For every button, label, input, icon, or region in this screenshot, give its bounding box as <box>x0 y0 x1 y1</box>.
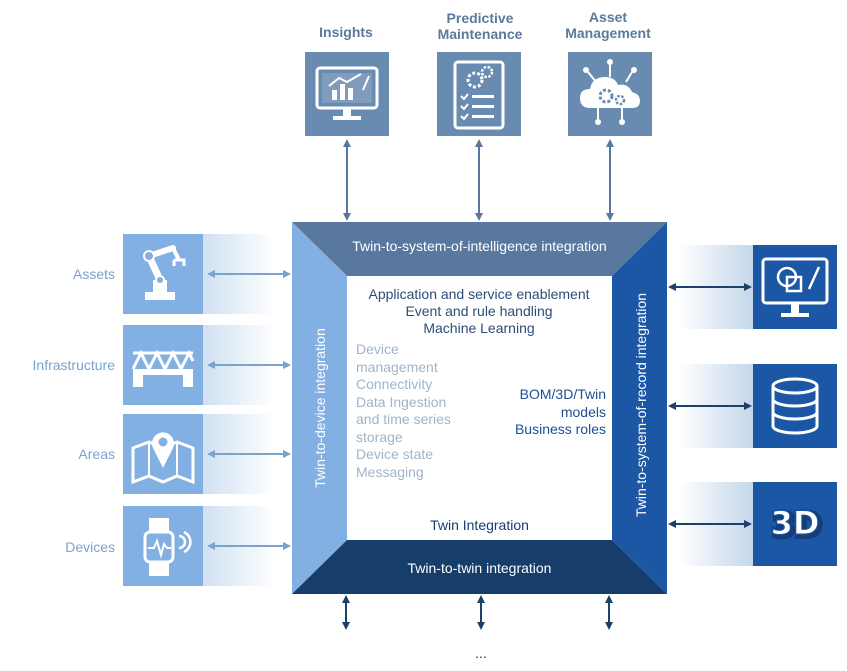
top-label-asset-management: Asset Management <box>565 9 651 41</box>
left-label-assets: Assets <box>72 266 115 282</box>
gray-line-2: management <box>356 359 438 375</box>
monitor-design-icon <box>761 257 829 317</box>
gray-line-6: storage <box>356 429 403 445</box>
design-monitor-box <box>753 245 837 329</box>
cloud-gears-icon <box>580 59 640 125</box>
frame-right <box>612 222 667 594</box>
predictive-maintenance-box <box>437 52 521 136</box>
bom-line-1: BOM/3D/Twin <box>519 386 606 402</box>
smartwatch-icon <box>143 518 192 576</box>
ellipsis: ... <box>475 645 487 661</box>
bom-line-2: models <box>560 404 606 420</box>
3d-icon-text-front: 3D <box>771 504 820 542</box>
assets-box <box>123 234 203 314</box>
left-label-devices: Devices <box>65 539 115 555</box>
insights-box <box>305 52 389 136</box>
top-label-insights: Insights <box>319 24 373 40</box>
monitor-chart-icon <box>315 66 379 120</box>
3d-icon-text: 3D <box>773 506 822 544</box>
frame-bottom <box>292 540 667 594</box>
map-pin-icon <box>131 432 195 485</box>
center-line-machine-learning: Machine Learning <box>423 320 535 336</box>
database-box <box>753 364 837 448</box>
infrastructure-box <box>123 325 203 405</box>
checklist-gears-icon <box>453 60 505 130</box>
left-label-infrastructure: Infrastructure <box>32 357 115 373</box>
bridge-icon <box>131 349 195 387</box>
gray-line-1: Device <box>356 341 399 357</box>
bom-line-3: Business roles <box>514 421 606 437</box>
gray-line-4: Data Ingestion <box>356 394 447 410</box>
frame-right-label: Twin-to-system-of-record integration <box>633 292 649 518</box>
left-label-areas: Areas <box>78 446 115 462</box>
gray-line-8: Messaging <box>356 464 424 480</box>
twin-integration-label: Twin Integration <box>430 517 529 533</box>
frame-left <box>292 222 347 594</box>
3d-icon: 3D 3D <box>770 503 825 547</box>
frame-top-label: Twin-to-system-of-intelligence integrati… <box>352 238 607 254</box>
database-icon <box>771 377 819 435</box>
asset-management-box <box>568 52 652 136</box>
gray-line-7: Device state <box>356 446 434 462</box>
frame-bottom-label: Twin-to-twin integration <box>407 560 552 576</box>
areas-box <box>123 414 203 494</box>
robot-arm-icon <box>143 245 186 300</box>
center-line-app-service: Application and service enablement <box>368 286 590 302</box>
devices-box <box>123 506 203 586</box>
frame-top <box>292 222 667 276</box>
3d-box: 3D 3D <box>753 482 837 566</box>
gray-line-5: and time series <box>356 411 451 427</box>
top-label-predictive-maintenance: Predictive Maintenance <box>437 10 523 42</box>
gray-line-3: Connectivity <box>356 376 433 392</box>
center-line-event-rule: Event and rule handling <box>405 303 553 319</box>
frame-left-label: Twin-to-device integration <box>312 328 328 488</box>
